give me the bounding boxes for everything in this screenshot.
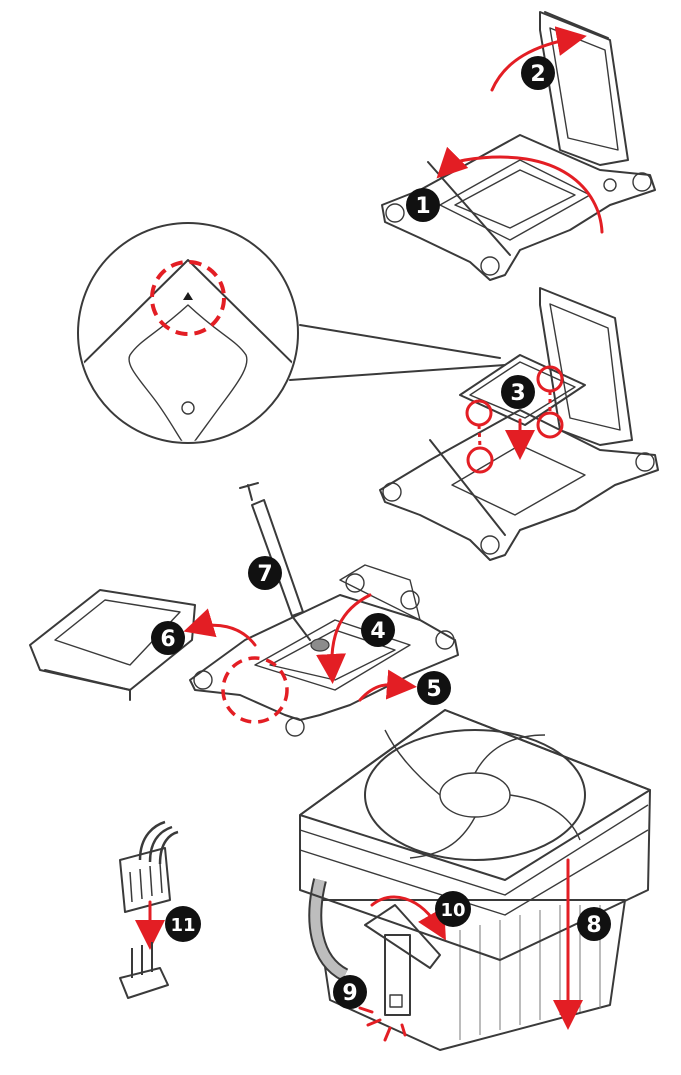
cpu-placement-illustration bbox=[380, 288, 658, 560]
svg-text:9: 9 bbox=[342, 981, 357, 1006]
svg-text:6: 6 bbox=[160, 627, 175, 652]
svg-text:10: 10 bbox=[440, 900, 465, 921]
step-badge-6: 6 bbox=[151, 621, 185, 655]
step-badge-1: 1 bbox=[406, 188, 440, 222]
step-badge-7: 7 bbox=[248, 556, 282, 590]
svg-text:1: 1 bbox=[415, 194, 430, 219]
step-badge-10: 10 bbox=[435, 891, 471, 927]
step-badge-3: 3 bbox=[501, 375, 535, 409]
svg-text:7: 7 bbox=[257, 562, 272, 587]
socket-open-lever-illustration bbox=[382, 12, 655, 280]
svg-text:8: 8 bbox=[586, 913, 601, 938]
svg-text:2: 2 bbox=[530, 62, 545, 87]
svg-text:5: 5 bbox=[426, 677, 441, 702]
step-badge-2: 2 bbox=[521, 56, 555, 90]
step-badge-9: 9 bbox=[333, 975, 367, 1009]
svg-text:3: 3 bbox=[510, 381, 525, 406]
svg-text:11: 11 bbox=[170, 915, 195, 936]
fan-connector-illustration bbox=[120, 822, 178, 998]
step-badge-4: 4 bbox=[361, 613, 395, 647]
svg-text:4: 4 bbox=[370, 619, 385, 644]
step-badge-8: 8 bbox=[577, 907, 611, 941]
step-badge-5: 5 bbox=[417, 671, 451, 705]
step-badge-11: 11 bbox=[165, 906, 201, 942]
zoom-detail-bubble bbox=[56, 223, 505, 520]
socket-cover-removal-illustration bbox=[30, 483, 458, 736]
